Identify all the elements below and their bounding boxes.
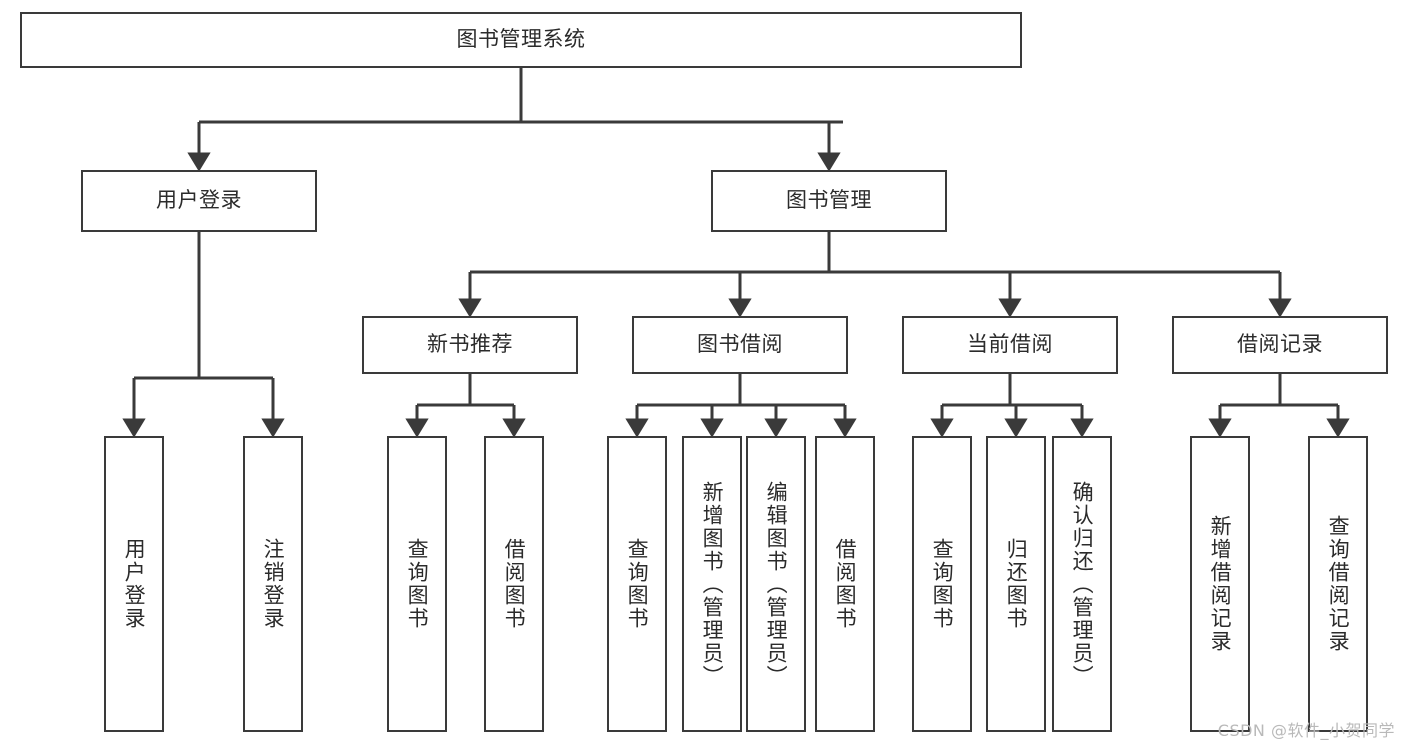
node-label: 查询图书 (625, 538, 650, 630)
node-label: 图书管理系统 (456, 27, 586, 52)
leaf-logout-login[interactable]: 注销登录 (243, 436, 303, 732)
edges-user-login-to-leaves (122, 232, 285, 438)
node-label: 图书管理 (786, 188, 872, 213)
node-label: 新书推荐 (427, 332, 513, 357)
edges-book-borrow-to-leaves (625, 374, 857, 438)
node-label: 编辑图书（管理员） (764, 480, 789, 688)
leaf-query-book-current[interactable]: 查询图书 (912, 436, 972, 732)
node-book-borrow[interactable]: 图书借阅 (632, 316, 848, 374)
node-borrow-record[interactable]: 借阅记录 (1172, 316, 1388, 374)
node-label: 查询图书 (930, 538, 955, 630)
node-label: 归还图书 (1004, 538, 1029, 630)
leaf-query-book-borrow[interactable]: 查询图书 (607, 436, 667, 732)
leaf-borrow-book[interactable]: 借阅图书 (815, 436, 875, 732)
node-label: 用户登录 (156, 188, 242, 213)
node-user-login[interactable]: 用户登录 (81, 170, 317, 232)
node-label: 查询图书 (405, 538, 430, 630)
node-current-borrow[interactable]: 当前借阅 (902, 316, 1118, 374)
leaf-confirm-return-admin[interactable]: 确认归还（管理员） (1052, 436, 1112, 732)
node-label: 借阅图书 (833, 538, 858, 630)
node-label: 图书借阅 (697, 332, 783, 357)
csdn-watermark: CSDN @软件_小贺同学 (1217, 721, 1395, 740)
node-label: 确认归还（管理员） (1070, 480, 1095, 688)
node-label: 新增借阅记录 (1208, 515, 1233, 653)
node-label: 借阅图书 (502, 538, 527, 630)
edges-borrow-record-to-leaves (1208, 374, 1350, 438)
leaf-borrow-book-recommend[interactable]: 借阅图书 (484, 436, 544, 732)
node-root-system[interactable]: 图书管理系统 (20, 12, 1022, 68)
node-label: 查询借阅记录 (1326, 515, 1351, 653)
node-label: 借阅记录 (1237, 332, 1323, 357)
leaf-user-login[interactable]: 用户登录 (104, 436, 164, 732)
node-label: 新增图书（管理员） (700, 480, 725, 688)
edges-book-manage-to-level3 (458, 232, 1292, 318)
leaf-add-book-admin[interactable]: 新增图书（管理员） (682, 436, 742, 732)
node-label: 当前借阅 (967, 332, 1053, 357)
edges-new-book-to-leaves (405, 374, 526, 438)
node-label: 用户登录 (122, 538, 147, 630)
node-label: 注销登录 (261, 538, 286, 630)
edges-current-borrow-to-leaves (930, 374, 1094, 438)
leaf-query-book-recommend[interactable]: 查询图书 (387, 436, 447, 732)
leaf-edit-book-admin[interactable]: 编辑图书（管理员） (746, 436, 806, 732)
leaf-query-borrow-record[interactable]: 查询借阅记录 (1308, 436, 1368, 732)
node-book-management[interactable]: 图书管理 (711, 170, 947, 232)
leaf-add-borrow-record[interactable]: 新增借阅记录 (1190, 436, 1250, 732)
node-new-book-recommend[interactable]: 新书推荐 (362, 316, 578, 374)
edges-root-to-level2 (187, 68, 843, 172)
leaf-return-book[interactable]: 归还图书 (986, 436, 1046, 732)
